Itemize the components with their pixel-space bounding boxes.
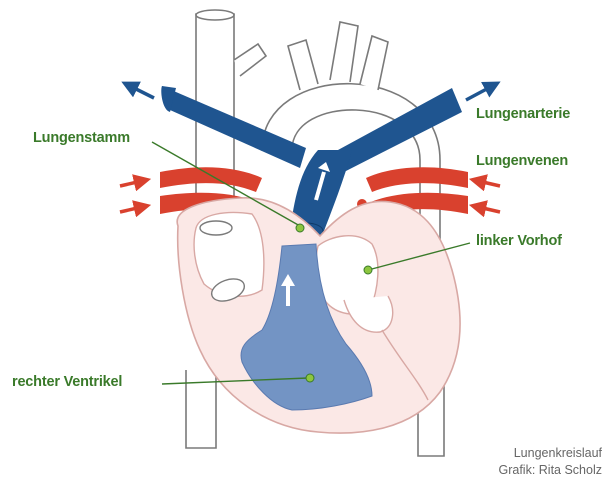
marker-dot-linker-vorhof: [364, 266, 372, 274]
credit-author: Grafik: Rita Scholz: [498, 463, 602, 477]
marker-dot-lungenstamm: [296, 224, 304, 232]
inflow-arrow-left-2: [120, 206, 146, 212]
outflow-arrow-left: [126, 84, 154, 98]
credit-title: Lungenkreislauf: [514, 446, 602, 460]
label-lungenstamm: Lungenstamm: [33, 130, 130, 146]
outflow-arrow-right: [466, 84, 496, 100]
label-rechter-ventrikel: rechter Ventrikel: [12, 374, 122, 390]
inflow-arrow-right-1: [474, 180, 500, 186]
label-linker-vorhof: linker Vorhof: [476, 233, 562, 249]
marker-dot-rechter-ventrikel: [306, 374, 314, 382]
label-lungenvenen: Lungenvenen: [476, 153, 568, 169]
inflow-arrow-left-1: [120, 180, 146, 186]
inflow-arrow-right-2: [474, 206, 500, 212]
label-lungenarterie: Lungenarterie: [476, 106, 570, 122]
